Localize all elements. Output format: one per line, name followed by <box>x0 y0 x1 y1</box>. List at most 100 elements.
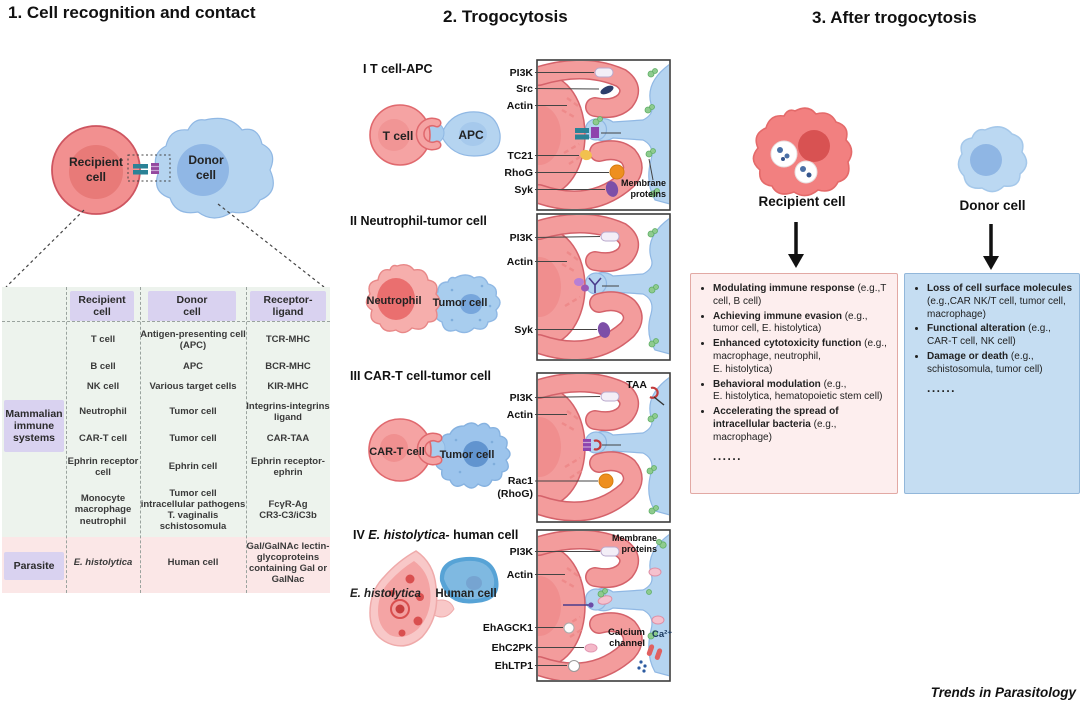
tumor-cell-label: Tumor cell <box>433 297 488 309</box>
mhc-ligand <box>591 127 599 138</box>
ca2-label: Ca²⁺ <box>652 629 672 640</box>
ehagck1-molecule <box>563 622 575 634</box>
panel3-title: 3. After trogocytosis <box>812 8 977 27</box>
donor-cell-after <box>957 126 1028 193</box>
section-3-detail: PI3K Actin Rac1 (RhoG) TAA <box>497 372 671 523</box>
effect-item: Behavioral modulation (e.g., E. histolyt… <box>713 379 891 405</box>
marker-ehagck1: EhAGCK1 <box>483 622 533 634</box>
panel1-cells-diagram: Recipient cell Donor cell <box>5 117 325 288</box>
donor-cell-label: Donor <box>188 153 224 167</box>
tc21-molecule <box>580 149 592 161</box>
pi3k-molecule <box>600 231 620 242</box>
svg-text:cell: cell <box>86 170 106 184</box>
panel2-title: 2. Trogocytosis <box>443 7 568 26</box>
section-2-cells: Neutrophil Tumor cell <box>365 263 501 334</box>
human-cell-label: Human cell <box>435 588 496 600</box>
taa-on-membrane <box>649 386 659 399</box>
effect-item: Enhanced cytotoxicity function (e.g., ma… <box>713 338 891 376</box>
panel1-title: 1. Cell recognition and contact <box>8 3 256 22</box>
rhog-molecule <box>609 164 625 180</box>
recipient-effects-list: Modulating immune response (e.g.,T cell,… <box>695 283 891 445</box>
marker-actin: Actin <box>507 569 533 581</box>
col-header-donor: Donor cell <box>148 291 236 321</box>
actin-filaments <box>561 97 584 166</box>
apc-label: APC <box>458 128 484 142</box>
calcium-ions <box>637 660 647 673</box>
svg-text:(RhoG): (RhoG) <box>497 488 533 500</box>
marker-pi3k: PI3K <box>510 392 534 404</box>
recipient-cell-after <box>752 107 853 197</box>
antibody <box>588 277 602 293</box>
col-header-receptor-ligand: Receptor- ligand <box>250 291 326 321</box>
effect-item: Achieving immune evasion (e.g., tumor ce… <box>713 311 891 337</box>
mitochondrion <box>651 615 665 625</box>
marker-syk: Syk <box>514 324 533 336</box>
section-4-label: IV E. histolytica- human cell <box>353 528 519 542</box>
e-histolytica-label: E. histolytica <box>350 588 422 600</box>
recipient-cell-after-label: Recipient cell <box>758 194 846 209</box>
section-1-detail: PI3K Src Actin TC21 RhoG Syk Membrane pr… <box>504 59 671 211</box>
section-1-cells: T cell APC <box>369 104 501 166</box>
membrane-proteins <box>646 413 659 515</box>
zoom-connector-right <box>217 203 325 288</box>
ehc2pk-molecule <box>584 643 598 653</box>
down-arrow <box>788 222 804 268</box>
actin-filaments <box>561 410 585 480</box>
effect-item: Damage or death (e.g., schistosomula, tu… <box>927 351 1073 377</box>
svg-text:cell: cell <box>196 168 216 182</box>
marker-actin: Actin <box>507 100 533 112</box>
effect-item: Functional alteration (e.g., CAR-T cell,… <box>927 323 1073 349</box>
membrane-proteins-label: Membrane <box>621 178 666 188</box>
section-3-label: III CAR-T cell-tumor cell <box>350 369 492 383</box>
membrane-proteins <box>592 68 660 198</box>
actin-filaments <box>561 251 582 308</box>
row-group-mammalian: Mammalian immune systems <box>4 400 64 452</box>
mitochondrion <box>648 567 662 577</box>
ellipsis: ...... <box>713 448 743 463</box>
donor-effects-box: Loss of cell surface molecules (e.g.,CAR… <box>904 273 1080 494</box>
marker-actin: Actin <box>507 409 533 421</box>
taa-label: TAA <box>626 379 647 391</box>
car-receptor <box>583 439 591 451</box>
section-3-cells: CAR-T cell Tumor cell <box>368 418 511 489</box>
ehltp1-molecule <box>568 660 580 672</box>
effect-item: Loss of cell surface molecules (e.g.,CAR… <box>927 283 1073 321</box>
pi3k-molecule <box>600 391 620 402</box>
ellipsis: ...... <box>927 380 957 395</box>
col-header-recipient: Recipient cell <box>70 291 134 321</box>
section-1-label: I T cell-APC <box>363 62 433 76</box>
calcium-channel <box>646 644 663 660</box>
marker-syk: Syk <box>514 184 533 196</box>
donor-cell-after-label: Donor cell <box>959 198 1026 213</box>
car-t-cell-label: CAR-T cell <box>369 446 425 458</box>
t-cell-label: T cell <box>383 129 414 143</box>
panel3-cells <box>752 107 1028 197</box>
receptor-complex <box>574 278 584 286</box>
marker-ehc2pk: EhC2PK <box>492 642 534 654</box>
recipient-cell-label: Recipient <box>69 155 123 169</box>
syk-molecule <box>605 181 619 197</box>
effect-item: Modulating immune response (e.g.,T cell,… <box>713 283 891 309</box>
marker-pi3k: PI3K <box>510 232 534 244</box>
junction-zoom-box <box>127 154 171 182</box>
calcium-channel-label: Calcium <box>608 627 645 638</box>
tumor-cell-label: Tumor cell <box>440 449 495 461</box>
svg-text:proteins: proteins <box>621 544 657 554</box>
section-4-detail: Membrane proteins PI3K Actin EhAGCK1 EhC… <box>483 529 672 682</box>
taa-antigen <box>593 439 602 451</box>
membrane-proteins-label: Membrane <box>612 533 657 543</box>
neutrophil-label: Neutrophil <box>367 295 422 307</box>
down-arrow <box>983 224 999 270</box>
actin-filaments <box>561 567 585 639</box>
tcr-receptor <box>575 128 589 133</box>
marker-rhog: RhoG <box>504 167 533 179</box>
marker-actin: Actin <box>507 256 533 268</box>
